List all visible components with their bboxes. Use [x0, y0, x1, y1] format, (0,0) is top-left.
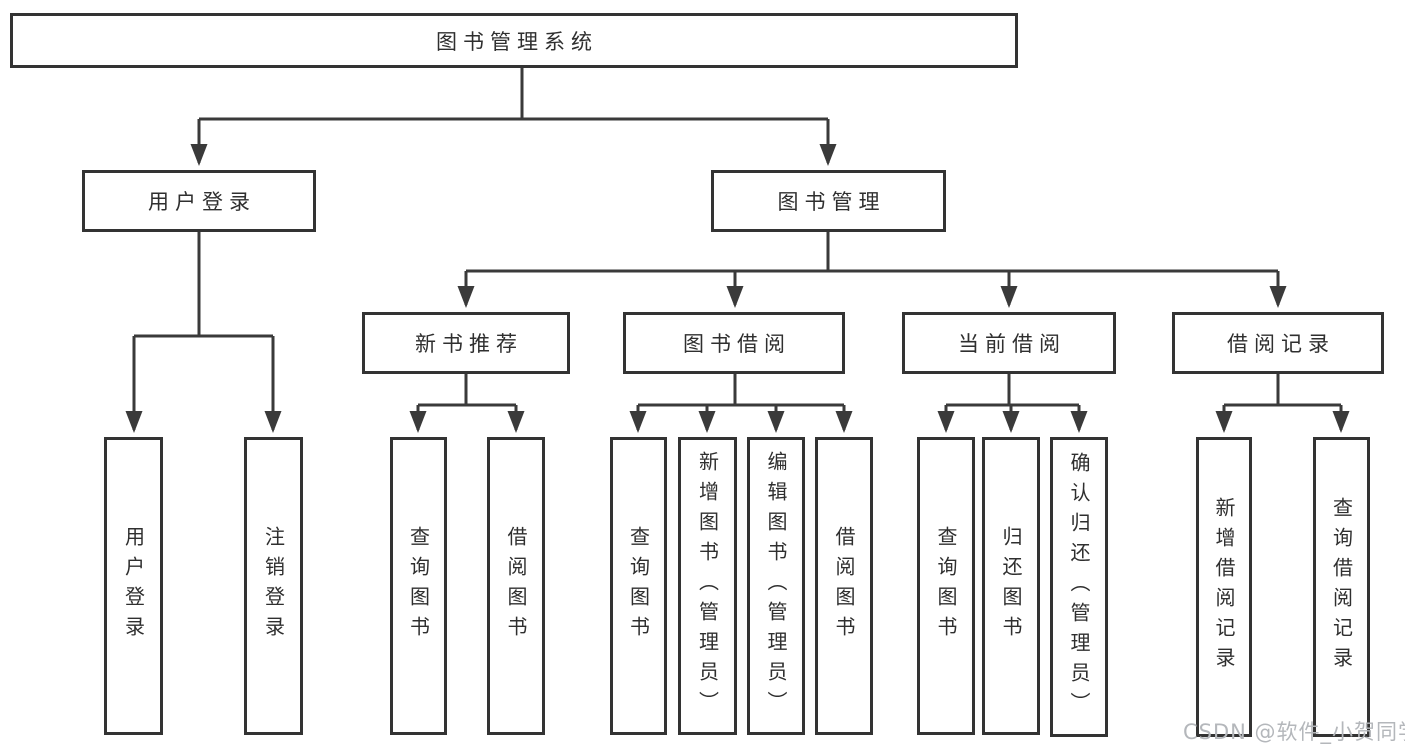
- node-new-book-recommend-label: 新书推荐: [415, 332, 523, 356]
- leaf-query-borrow-record-label: 查询借阅记录: [1329, 497, 1354, 677]
- csdn-watermark: CSDN @软件_小贺同学: [1183, 720, 1405, 744]
- leaf-edit-book-admin-label: 编辑图书（管理员）: [764, 451, 788, 721]
- leaf-query-book-1-label: 查询图书: [406, 526, 431, 646]
- leaf-logout: 注销登录: [244, 437, 303, 735]
- node-user-login: 用户登录: [82, 170, 316, 232]
- node-new-book-recommend: 新书推荐: [362, 312, 570, 374]
- node-root: 图书管理系统: [10, 13, 1018, 68]
- node-borrow-record-label: 借阅记录: [1227, 332, 1335, 356]
- leaf-query-book-2-label: 查询图书: [626, 526, 651, 646]
- leaf-return-book: 归还图书: [982, 437, 1040, 735]
- leaf-borrow-book-1: 借阅图书: [487, 437, 545, 735]
- connector-trunks: [134, 68, 1341, 407]
- connector-arrows: [125, 119, 1350, 433]
- node-book-management-label: 图书管理: [777, 190, 886, 214]
- leaf-user-login-label: 用户登录: [121, 526, 146, 646]
- node-book-management: 图书管理: [711, 170, 946, 232]
- leaf-borrow-book-2: 借阅图书: [815, 437, 873, 735]
- node-borrow-record: 借阅记录: [1172, 312, 1384, 374]
- leaf-add-borrow-record: 新增借阅记录: [1196, 437, 1252, 737]
- node-user-login-label: 用户登录: [148, 190, 256, 214]
- leaf-query-book-2: 查询图书: [610, 437, 667, 735]
- node-root-label: 图书管理系统: [436, 29, 598, 54]
- leaf-borrow-book-2-label: 借阅图书: [832, 526, 856, 646]
- leaf-borrow-book-1-label: 借阅图书: [504, 526, 528, 646]
- leaf-confirm-return-admin: 确认归还（管理员）: [1050, 437, 1108, 737]
- leaf-confirm-return-admin-label: 确认归还（管理员）: [1067, 452, 1091, 722]
- leaf-user-login: 用户登录: [104, 437, 163, 735]
- node-current-borrow: 当前借阅: [902, 312, 1116, 374]
- node-current-borrow-label: 当前借阅: [958, 332, 1066, 356]
- leaf-query-book-3-label: 查询图书: [934, 526, 958, 646]
- leaf-return-book-label: 归还图书: [999, 526, 1023, 646]
- leaf-add-book-admin-label: 新增图书（管理员）: [695, 451, 720, 721]
- leaf-logout-label: 注销登录: [261, 526, 286, 646]
- leaf-add-book-admin: 新增图书（管理员）: [678, 437, 737, 735]
- node-book-borrow-label: 图书借阅: [683, 332, 791, 356]
- node-book-borrow: 图书借阅: [623, 312, 845, 374]
- leaf-query-book-1: 查询图书: [390, 437, 447, 735]
- leaf-edit-book-admin: 编辑图书（管理员）: [747, 437, 805, 735]
- leaf-add-borrow-record-label: 新增借阅记录: [1212, 497, 1236, 677]
- leaf-query-borrow-record: 查询借阅记录: [1313, 437, 1370, 737]
- leaf-query-book-3: 查询图书: [917, 437, 975, 735]
